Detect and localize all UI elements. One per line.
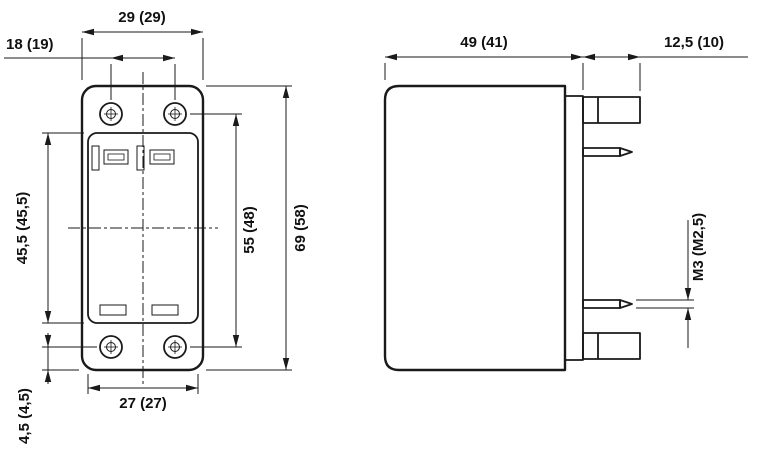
contact-slot	[136, 145, 145, 171]
dim-front-overall-height: 69 (58)	[206, 85, 309, 371]
contact-slot	[103, 149, 129, 165]
mounting-hole-top-right	[163, 102, 187, 126]
contact-slots-bottom	[99, 304, 179, 316]
side-flange	[564, 95, 584, 361]
dim-front-overall-width: 29 (29)	[81, 9, 204, 80]
dim-label: 4,5 (4,5)	[16, 388, 33, 444]
dim-label: 18 (19)	[6, 36, 54, 53]
dim-front-bottom-offset: 4,5 (4,5)	[16, 333, 97, 444]
contact-slots-top	[91, 145, 175, 171]
side-view	[383, 84, 641, 372]
contact-slot	[99, 304, 127, 316]
dim-front-hole-spacing-v: 55 (48)	[190, 113, 258, 348]
front-view	[68, 72, 218, 384]
contact-slot	[91, 145, 100, 171]
mounting-hole-bottom-right	[163, 335, 187, 359]
dim-label: 12,5 (10)	[664, 34, 724, 51]
terminal-pin-bottom	[582, 299, 633, 309]
dim-label: 55 (48)	[241, 206, 258, 254]
contact-slot	[151, 304, 179, 316]
dim-side-thread: M3 (M2,5)	[636, 213, 707, 348]
dim-front-hole-spacing-h: 18 (19)	[4, 36, 176, 100]
dim-label: 29 (29)	[118, 9, 166, 26]
dim-label: M3 (M2,5)	[690, 213, 707, 281]
dim-label: 27 (27)	[119, 395, 167, 412]
contact-slot-inner	[107, 153, 125, 161]
mounting-hole-top-left	[99, 102, 123, 126]
contact-slot-inner	[153, 153, 171, 161]
terminal-tab-top	[582, 96, 641, 124]
terminal-pin-top	[582, 147, 633, 157]
terminal-tab-bottom	[582, 332, 641, 360]
dim-side-terminal-length: 12,5 (10)	[583, 34, 748, 91]
dim-front-bottom-width: 27 (27)	[87, 374, 199, 412]
side-body-outline	[383, 84, 567, 372]
dim-label: 45,5 (45,5)	[14, 192, 31, 265]
dim-label: 49 (41)	[460, 34, 508, 51]
contact-slot	[149, 149, 175, 165]
dim-side-depth: 49 (41)	[384, 34, 584, 90]
dim-label: 69 (58)	[292, 204, 309, 252]
mounting-hole-bottom-left	[99, 335, 123, 359]
dim-front-cutout-height: 45,5 (45,5)	[14, 132, 84, 324]
